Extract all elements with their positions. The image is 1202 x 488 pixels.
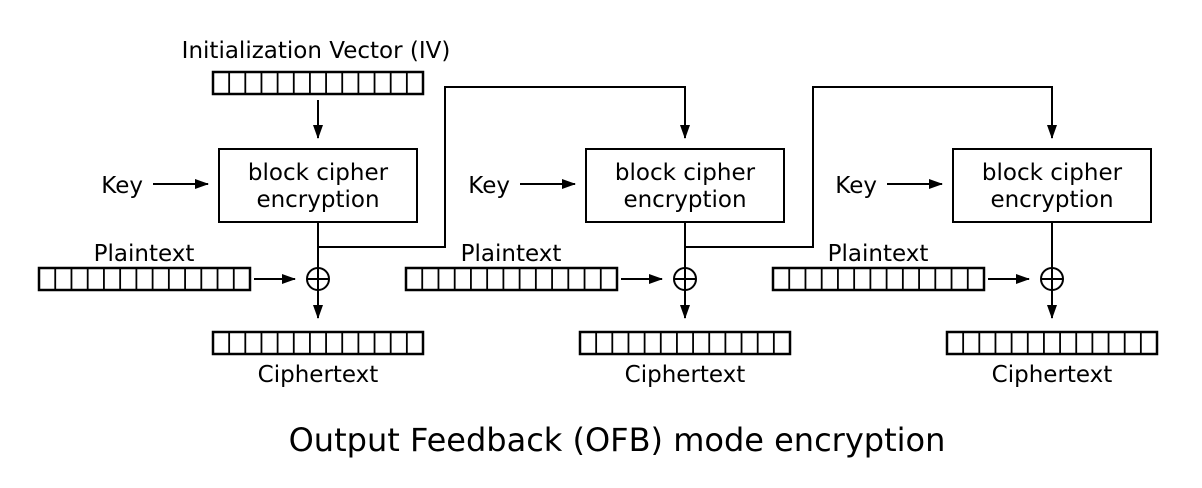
encryption-stage-3: Key block cipher encryption Plaintext Ci… [771, 148, 1159, 388]
ciphertext-register [211, 330, 425, 356]
block-cipher-box [585, 148, 785, 223]
ciphertext-label: Ciphertext [258, 362, 379, 388]
ciphertext-register [945, 330, 1159, 356]
key-label: Key [468, 173, 510, 199]
block-cipher-label-line1: block cipher [248, 160, 389, 186]
key-label: Key [835, 173, 877, 199]
plaintext-label: Plaintext [94, 241, 195, 267]
feedback-line-1 [318, 86, 690, 248]
diagram-title: Output Feedback (OFB) mode encryption [289, 421, 946, 459]
block-cipher-box [218, 148, 418, 223]
ciphertext-label: Ciphertext [992, 362, 1113, 388]
block-cipher-label-line2: encryption [990, 187, 1113, 213]
plaintext-label: Plaintext [461, 241, 562, 267]
plaintext-register [404, 266, 619, 292]
block-cipher-box [952, 148, 1152, 223]
iv-register [211, 70, 425, 96]
block-cipher-label-line2: encryption [256, 187, 379, 213]
feedback-line-2 [685, 86, 1057, 248]
block-cipher-label-line1: block cipher [615, 160, 756, 186]
encryption-stage-1: Initialization Vector (IV) Key block cip… [37, 38, 690, 388]
plaintext-register [37, 266, 252, 292]
key-label: Key [101, 173, 143, 199]
plaintext-label: Plaintext [828, 241, 929, 267]
block-cipher-label-line2: encryption [623, 187, 746, 213]
ciphertext-register [578, 330, 792, 356]
iv-label: Initialization Vector (IV) [182, 38, 451, 64]
encryption-stage-2: Key block cipher encryption Plaintext Ci… [404, 86, 1057, 388]
plaintext-register [771, 266, 986, 292]
ciphertext-label: Ciphertext [625, 362, 746, 388]
block-cipher-label-line1: block cipher [982, 160, 1123, 186]
